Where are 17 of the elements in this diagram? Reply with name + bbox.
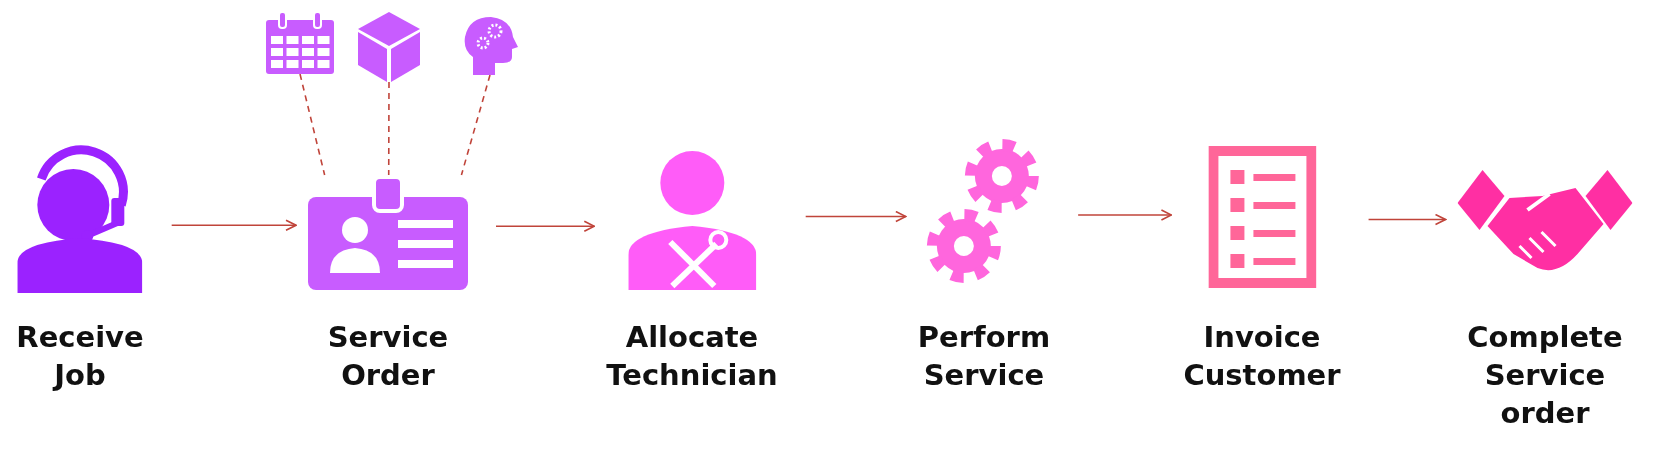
step-label: Allocate Technician: [606, 319, 778, 394]
step-label: Invoice Customer: [1183, 319, 1341, 394]
dashed-line: [299, 73, 326, 176]
dashed-line: [460, 74, 491, 176]
step-label: Receive Job: [16, 319, 144, 394]
arrow: [495, 220, 596, 233]
arrow: [804, 210, 907, 223]
arrow: [170, 219, 297, 232]
package-icon: [358, 12, 420, 82]
arrow: [1077, 209, 1173, 221]
step-label: Service Order: [327, 319, 449, 394]
arrow: [1367, 213, 1447, 226]
head-gears-icon: [462, 15, 518, 75]
step-label: Complete Service order: [1467, 319, 1623, 432]
step-label: Perform Service: [917, 319, 1051, 394]
dashed-line: [387, 81, 390, 176]
calendar-icon: [266, 12, 334, 74]
